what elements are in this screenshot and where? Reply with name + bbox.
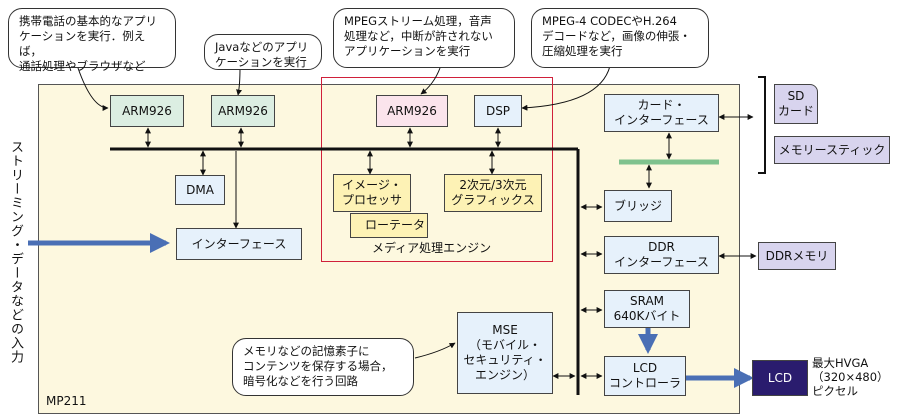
mse-block: MSE （モバイル・ セキュリティ・ エンジン）: [457, 312, 553, 394]
arm926-block-1: ARM926: [110, 95, 184, 127]
card-interface-block: カード・ インターフェース: [604, 94, 719, 132]
bridge-block: ブリッジ: [604, 190, 672, 222]
ddr-interface-block: DDR インターフェース: [604, 236, 719, 274]
lcd-controller-block: LCD コントローラ: [604, 356, 686, 396]
lcd-display: LCD: [752, 360, 808, 396]
interface-block: インターフェース: [176, 228, 302, 260]
media-engine-frame: [321, 77, 553, 262]
image-processor-block: イメージ・ プロセッサ: [333, 174, 411, 212]
ddr-memory: DDRメモリ: [758, 242, 836, 270]
lcd-spec-label: 最大HVGA （320×480） ピクセル: [812, 356, 889, 398]
rotator-block: ローテータ: [350, 213, 428, 238]
sram-block: SRAM 640Kバイト: [604, 290, 690, 328]
arm926-block-3: ARM926: [376, 95, 448, 127]
arm926-block-2: ARM926: [211, 95, 275, 127]
callout-mse-note: メモリなどの記憶素子に コンテンツを保存する場合， 暗号化などを行う回路: [232, 338, 414, 396]
graphics-block: 2次元/3次元 グラフィックス: [444, 174, 542, 212]
callout-phone-apps: 携帯電話の基本的なアプリ ケーションを実行．例えば， 通話処理やブラウザなど: [8, 8, 176, 73]
memory-stick: メモリースティック: [774, 136, 890, 164]
dma-block: DMA: [175, 175, 225, 205]
chip-name: MP211: [46, 394, 87, 408]
media-engine-label: メディア処理エンジン: [372, 241, 492, 255]
callout-mpeg-apps: MPEGストリーム処理，音声 処理など，中断が許されない アプリケーションを実行: [333, 8, 515, 68]
dsp-block: DSP: [474, 95, 522, 127]
input-label: ストリーミング・データなどの入力: [8, 140, 23, 364]
callout-codec-apps: MPEG-4 CODECやH.264 デコードなど，画像の伸張・ 圧縮処理を実行: [531, 8, 709, 68]
callout-java-apps: Javaなどのアプリ ケーションを実行: [204, 34, 322, 70]
sd-card: SD カード: [774, 84, 818, 124]
